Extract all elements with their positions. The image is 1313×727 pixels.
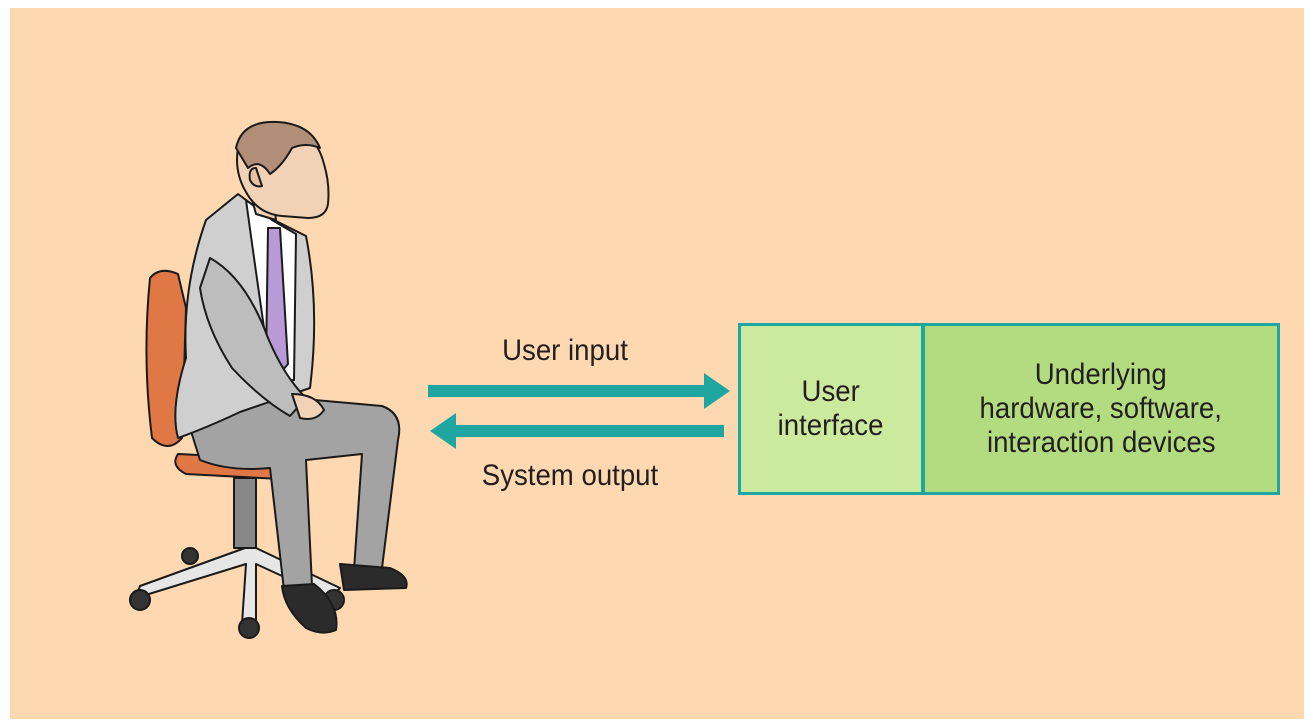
chair-post <box>233 477 257 549</box>
underlying-system-box: Underlying hardware, software, interacti… <box>922 323 1280 495</box>
user-interface-line: interface <box>778 409 884 442</box>
shoe <box>339 563 408 591</box>
chair-wheel <box>181 547 199 565</box>
underlying-system-line: interaction devices <box>986 426 1216 459</box>
shoe <box>281 583 338 634</box>
ear <box>248 167 263 188</box>
user-input-label: User input <box>502 334 628 367</box>
seated-user-icon <box>129 120 408 639</box>
hair <box>235 120 321 175</box>
underlying-system-line: Underlying <box>1035 358 1167 391</box>
user-interface-line: User <box>801 375 861 408</box>
chair-wheel <box>129 589 151 611</box>
chair-wheel <box>238 617 260 639</box>
system-output-label: System output <box>481 459 659 492</box>
underlying-system-line: hardware, software, <box>979 392 1223 425</box>
system-output-arrow <box>430 413 724 449</box>
hand <box>291 393 325 420</box>
user-input-arrow <box>428 373 730 409</box>
user-interface-box: User interface <box>738 323 924 495</box>
